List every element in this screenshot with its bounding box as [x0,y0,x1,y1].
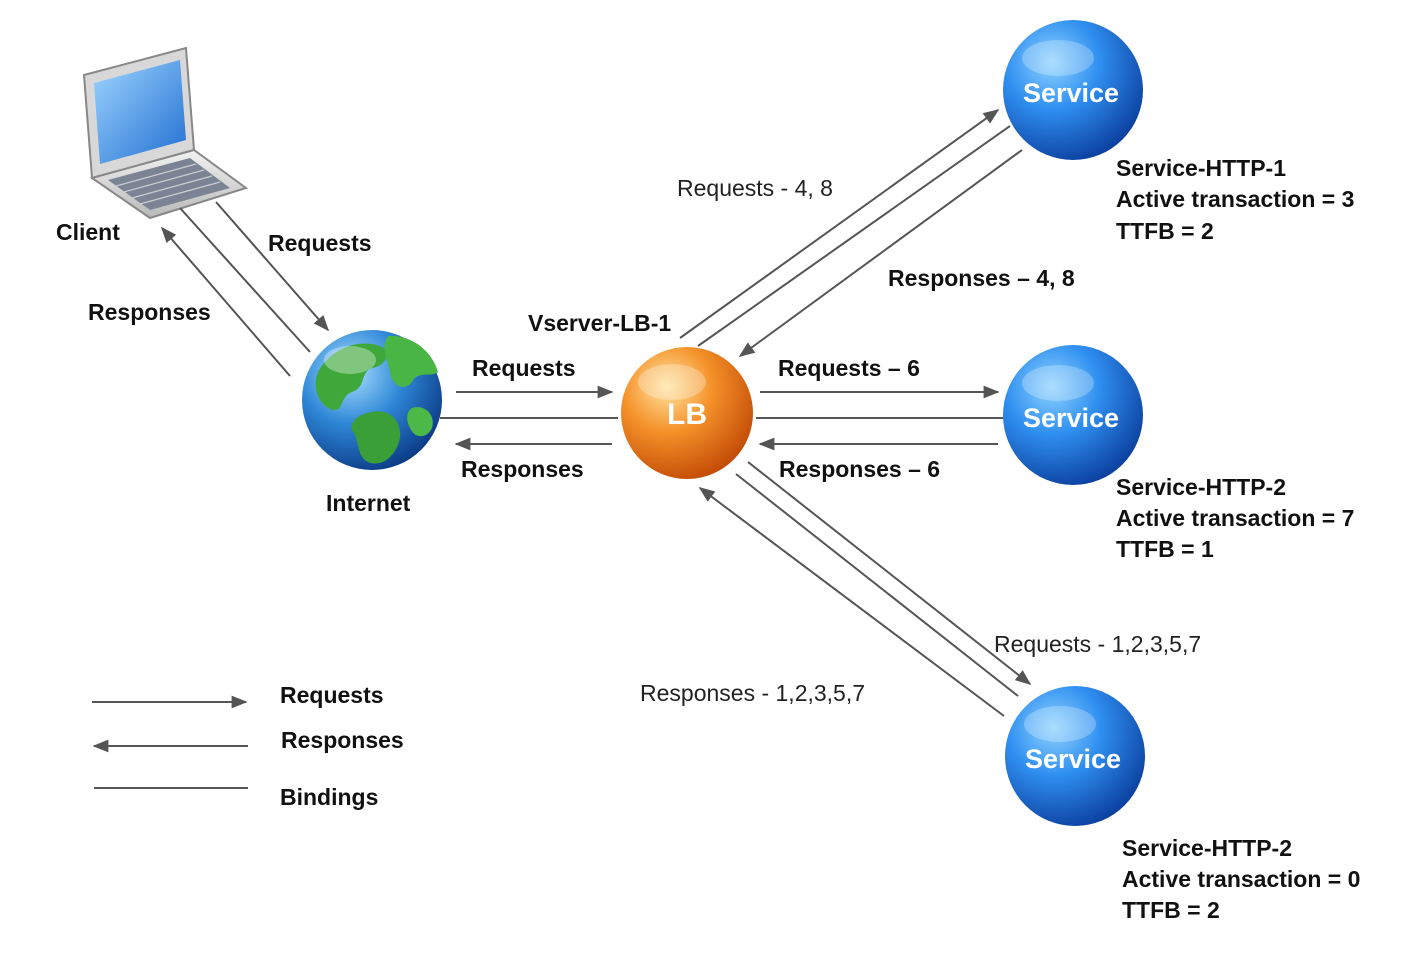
service-1-active: Active transaction = 3 [1116,186,1354,212]
service-2-name: Service-HTTP-2 [1116,474,1286,500]
client-label: Client [56,219,120,245]
legend-responses-label: Responses [281,727,404,753]
s1-binding-line [697,125,1011,347]
lb-node [621,347,753,479]
service-1-ttfb: TTFB = 2 [1116,218,1214,244]
client-requests-arrow [215,201,330,332]
service-3-name: Service-HTTP-2 [1122,835,1292,861]
globe-icon [302,330,442,470]
s1-responses-arrow [738,149,1023,357]
vserver-label: Vserver-LB-1 [528,310,671,336]
client-responses-arrow [160,226,291,377]
lb-node-label: LB [667,398,707,431]
s2-requests-label: Requests – 6 [778,355,920,381]
s1-requests-arrow [679,109,1000,339]
service-3-ttfb: TTFB = 2 [1122,897,1220,923]
service-3-node [1005,686,1145,826]
s3-responses-arrow [698,487,1005,717]
service-1-node-label: Service [1023,78,1119,108]
client-requests-label: Requests [268,230,372,256]
internet-requests-label: Requests [472,355,576,381]
service-3-active: Active transaction = 0 [1122,866,1360,892]
client-responses-label: Responses [88,299,211,325]
service-2-node [1003,345,1143,485]
laptop-icon [82,46,249,220]
service-3-node-label: Service [1025,744,1121,774]
s3-requests-label: Requests - 1,2,3,5,7 [994,631,1201,657]
legend-bindings-label: Bindings [280,784,378,810]
s3-requests-arrow [747,461,1032,685]
s3-binding-line [735,473,1019,697]
internet-label: Internet [326,490,411,516]
s2-responses-label: Responses – 6 [779,456,940,482]
client-binding-line [179,207,311,353]
service-1-node [1003,20,1143,160]
service-2-node-label: Service [1023,403,1119,433]
legend: Requests Responses Bindings [92,682,404,810]
service-2-ttfb: TTFB = 1 [1116,536,1214,562]
internet-responses-label: Responses [461,456,584,482]
service-2-active: Active transaction = 7 [1116,505,1354,531]
s1-responses-label: Responses – 4, 8 [888,265,1075,291]
s3-responses-label: Responses - 1,2,3,5,7 [640,680,865,706]
legend-requests-label: Requests [280,682,384,708]
s1-requests-label: Requests - 4, 8 [677,175,833,201]
service-1-name: Service-HTTP-1 [1116,155,1286,181]
